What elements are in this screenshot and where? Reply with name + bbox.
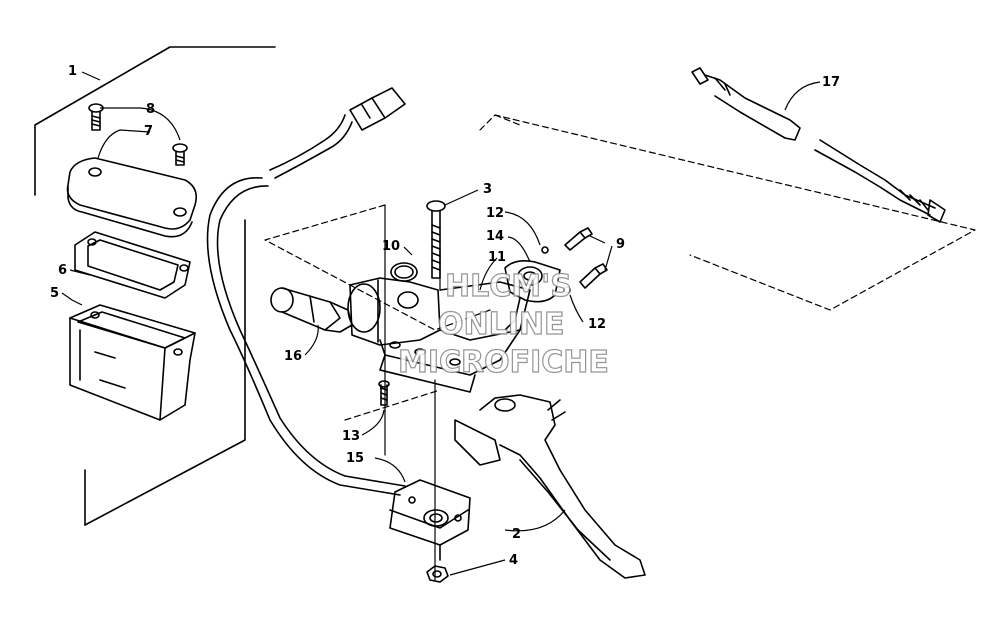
reservoir-body-part-5: [69, 304, 196, 421]
callout-8: 8: [146, 102, 155, 117]
callout-15: 15: [346, 451, 364, 466]
lower-mount-part-15: [389, 479, 471, 561]
watermark-line-2: ONLINE: [438, 307, 565, 342]
callout-labels: 1 8 7 6 5 10 3 12 14 11 9 12 16 13 15 2 …: [50, 64, 840, 568]
brake-switch-connector: [269, 87, 406, 179]
master-cylinder-body: [347, 277, 531, 393]
callout-4: 4: [509, 553, 518, 568]
callout-12-lower: 12: [588, 317, 606, 332]
callout-11: 11: [488, 250, 506, 265]
cable-part-17: [691, 67, 946, 223]
callout-13: 13: [342, 429, 360, 444]
callout-17: 17: [822, 75, 840, 90]
callout-3: 3: [483, 182, 492, 197]
watermark-line-1: HLCM'S: [445, 269, 572, 304]
screw-part-13: [378, 380, 390, 406]
callout-9: 9: [616, 237, 625, 252]
callout-5: 5: [50, 286, 59, 301]
o-ring-part-10: [390, 262, 418, 282]
leader-lines: [61, 71, 821, 576]
switch-assembly-parts: [504, 246, 571, 331]
diaphragm-part-6: [74, 231, 191, 299]
lever-group-bracket: [264, 114, 976, 421]
callout-16: 16: [284, 349, 302, 364]
watermark-line-3: MICROFICHE: [398, 345, 609, 380]
callout-10: 10: [382, 239, 400, 254]
reservoir-group-bracket: [34, 46, 276, 526]
callout-6: 6: [58, 263, 67, 278]
callout-14: 14: [486, 229, 504, 244]
brake-lever-part-2: [454, 394, 646, 579]
screw-part-8: [88, 103, 188, 166]
callout-12-upper: 12: [486, 206, 504, 221]
callout-7: 7: [144, 124, 153, 139]
bolt-part-3: [426, 200, 446, 279]
plunger-part-16: [270, 287, 353, 333]
watermark: HLCM'S ONLINE MICROFICHE: [397, 268, 609, 380]
callout-1: 1: [68, 64, 77, 79]
screw-part-9: [564, 227, 608, 289]
reservoir-cover-part-7: [66, 157, 198, 238]
nut-part-4: [426, 565, 449, 583]
callout-2: 2: [512, 527, 521, 542]
fluid-hose: [206, 177, 406, 496]
